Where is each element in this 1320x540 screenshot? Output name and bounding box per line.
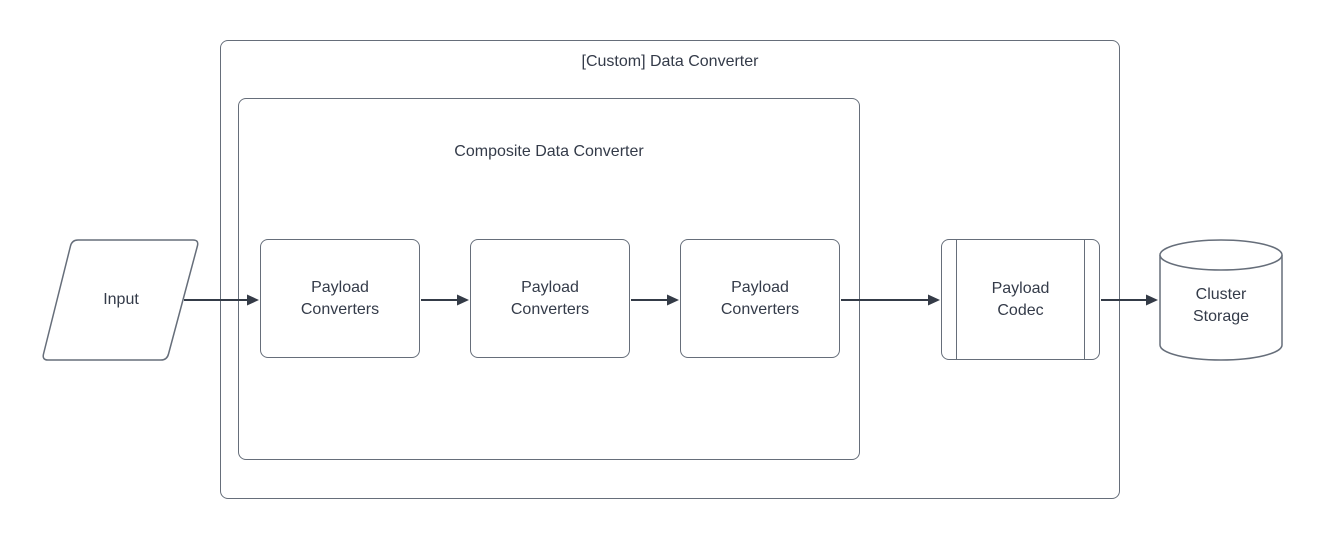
codec-left-divider [956,240,957,359]
cylinder-top-outline [1159,239,1283,271]
custom-data-converter-container [220,40,1120,499]
payload-codec-label: Payload Codec [991,279,1050,319]
composite-data-converter-title: Composite Data Converter [454,143,644,160]
input-parallelogram-outline [42,239,199,361]
composite-data-converter-container [238,98,860,460]
cluster-storage-label: Cluster Storage [1192,286,1250,325]
input-parallelogram-shape [42,239,199,361]
arrowhead-icon [1146,294,1158,306]
payload-converters-label-2: Payload Converters [510,278,590,318]
input-label: Input [103,291,139,308]
payload-converters-node-3: Payload Converters [680,239,840,358]
codec-right-divider [1084,240,1085,359]
payload-converters-label-3: Payload Converters [720,278,800,318]
payload-converters-label-1: Payload Converters [300,278,380,318]
payload-converters-node-2: Payload Converters [470,239,630,358]
cluster-storage-cylinder-shape [1159,239,1283,361]
custom-data-converter-title: [Custom] Data Converter [581,53,759,70]
cylinder-body-outline [1159,255,1283,361]
payload-codec-node: Payload Codec [941,239,1100,360]
payload-converters-node-1: Payload Converters [260,239,420,358]
